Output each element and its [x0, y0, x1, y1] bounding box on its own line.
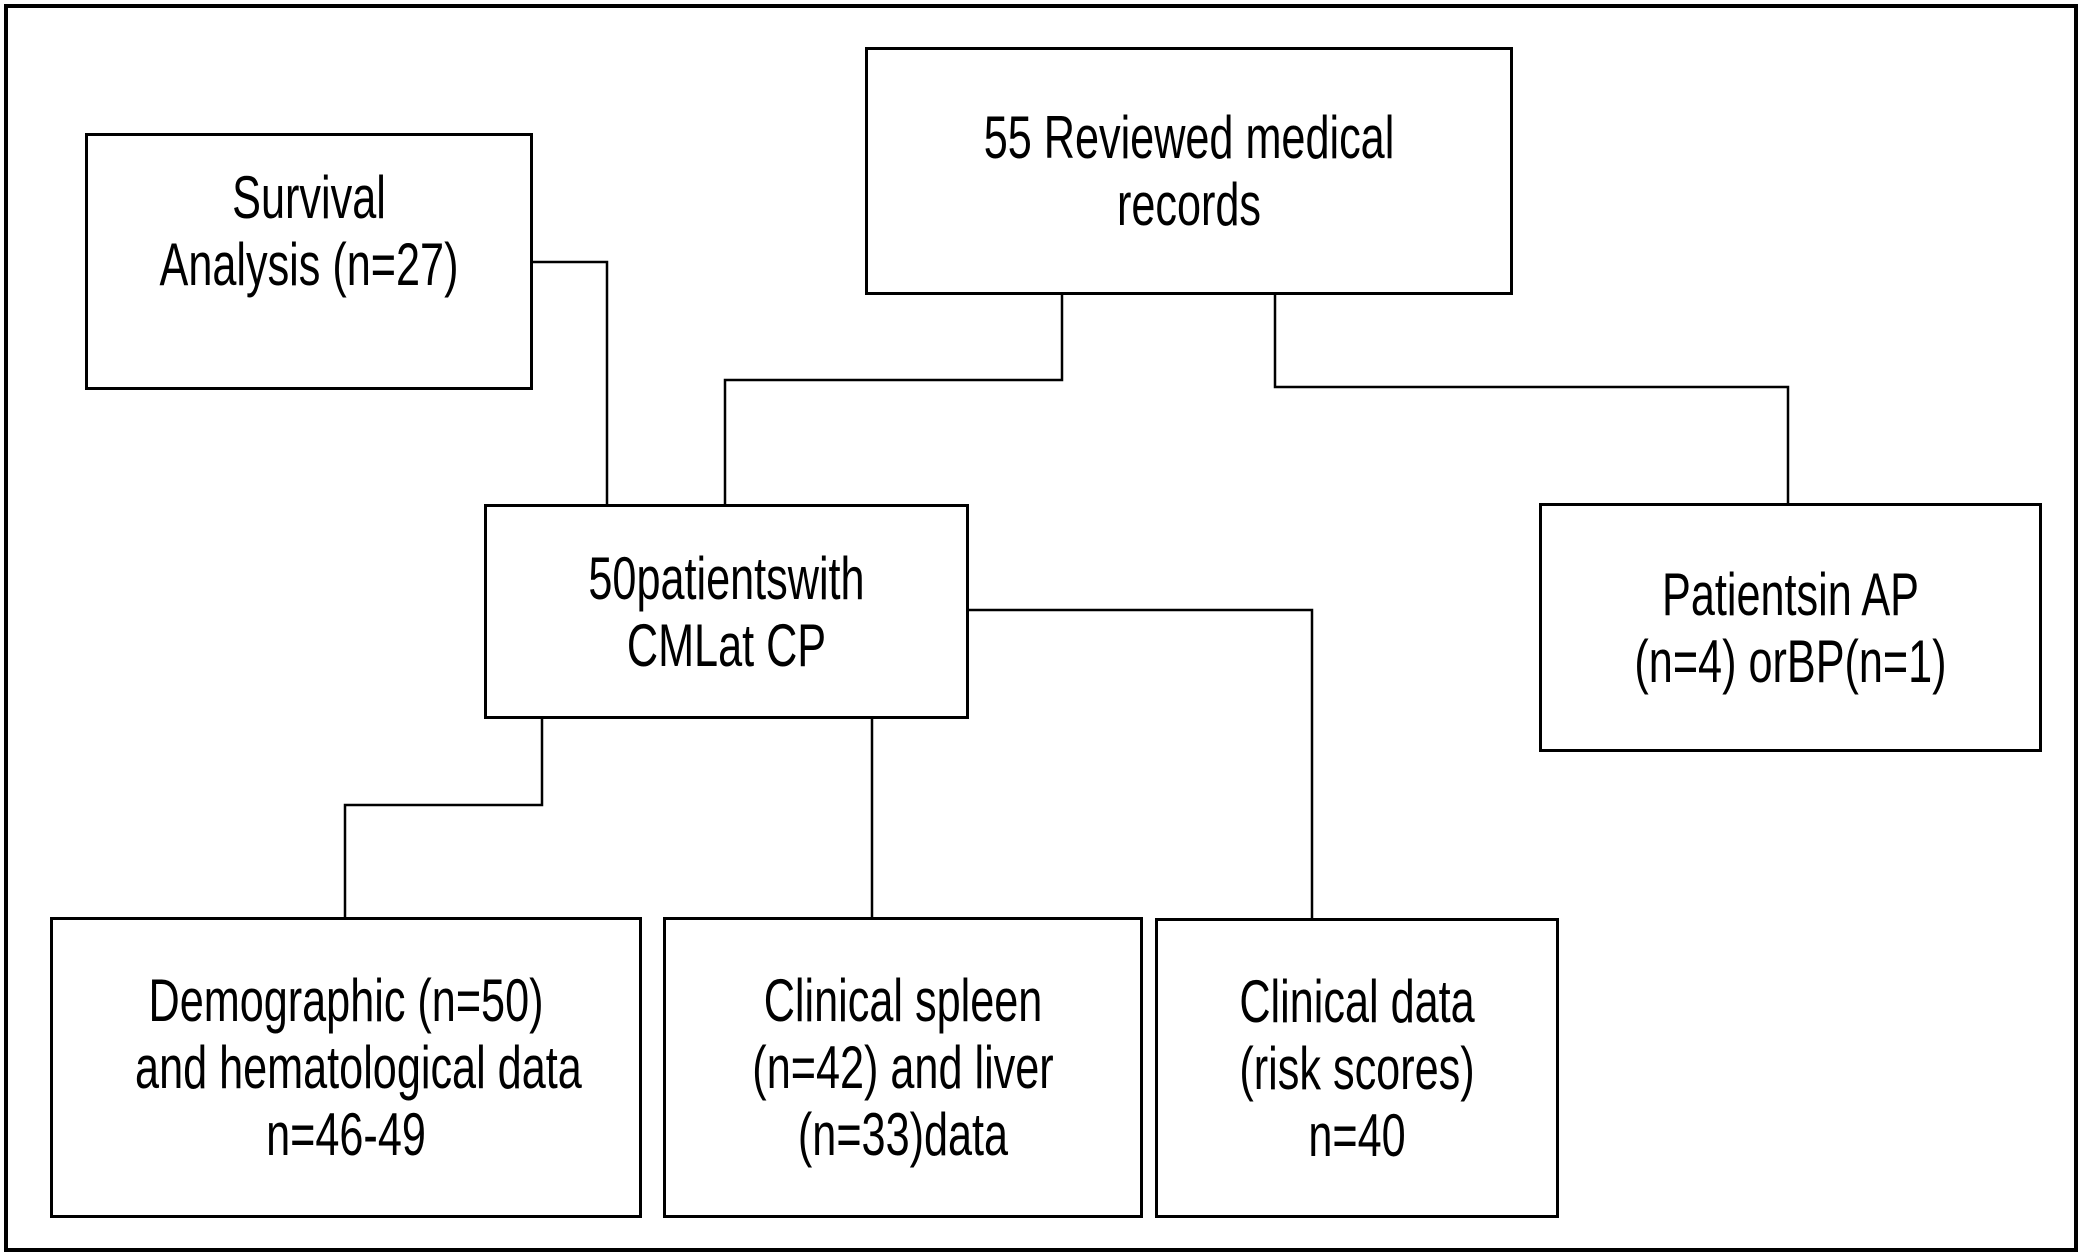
connector-survival-cml	[533, 260, 609, 504]
box-demographic-hematological-data: Demographic (n=50) and hematological dat…	[50, 917, 642, 1218]
box-text-line: Clinical data	[1239, 967, 1475, 1035]
box-clinical-spleen-liver-data: Clinical spleen (n=42) and liver (n=33)d…	[663, 917, 1143, 1218]
connector-cml-demographic	[343, 719, 544, 917]
box-patients-ap-bp: Patientsin AP (n=4) orBP(n=1)	[1539, 503, 2042, 752]
box-text-line: Clinical spleen	[763, 967, 1043, 1034]
box-text-line: 50patientswith	[588, 544, 865, 612]
box-text-line: (n=4) orBP(n=1)	[1634, 627, 1947, 695]
box-text-line: Survival	[232, 164, 386, 231]
box-text-line: Patientsin AP	[1662, 560, 1919, 628]
box-reviewed-medical-records: 55 Reviewed medical records	[865, 47, 1513, 295]
box-text-line: Demographic (n=50)	[148, 967, 544, 1034]
box-text-line: (n=42) and liver	[752, 1034, 1054, 1101]
box-survival-analysis: Survival Analysis (n=27)	[85, 133, 533, 390]
box-clinical-data-risk-scores: Clinical data (risk scores) n=40	[1155, 918, 1559, 1218]
box-text-line: n=46-49	[266, 1101, 426, 1168]
box-text-line: CMLat CP	[626, 611, 827, 679]
box-text-line: Analysis (n=27)	[159, 231, 459, 298]
box-text-line: (n=33)data	[797, 1101, 1009, 1168]
box-text-line: 55 Reviewed medical	[983, 104, 1395, 171]
box-text-line: (risk scores)	[1239, 1034, 1475, 1102]
box-text-line: n=40	[1308, 1101, 1406, 1169]
figure-border	[4, 4, 2078, 1252]
box-cml-chronic-phase: 50patientswith CMLat CP	[484, 504, 969, 719]
connector-cml-risk	[969, 608, 1314, 918]
connector-reviewed-cml	[723, 295, 1064, 504]
connector-reviewed-ap	[1273, 295, 1790, 503]
box-text-line: records	[1116, 171, 1262, 238]
box-text-line: and hematological data	[135, 1034, 582, 1101]
